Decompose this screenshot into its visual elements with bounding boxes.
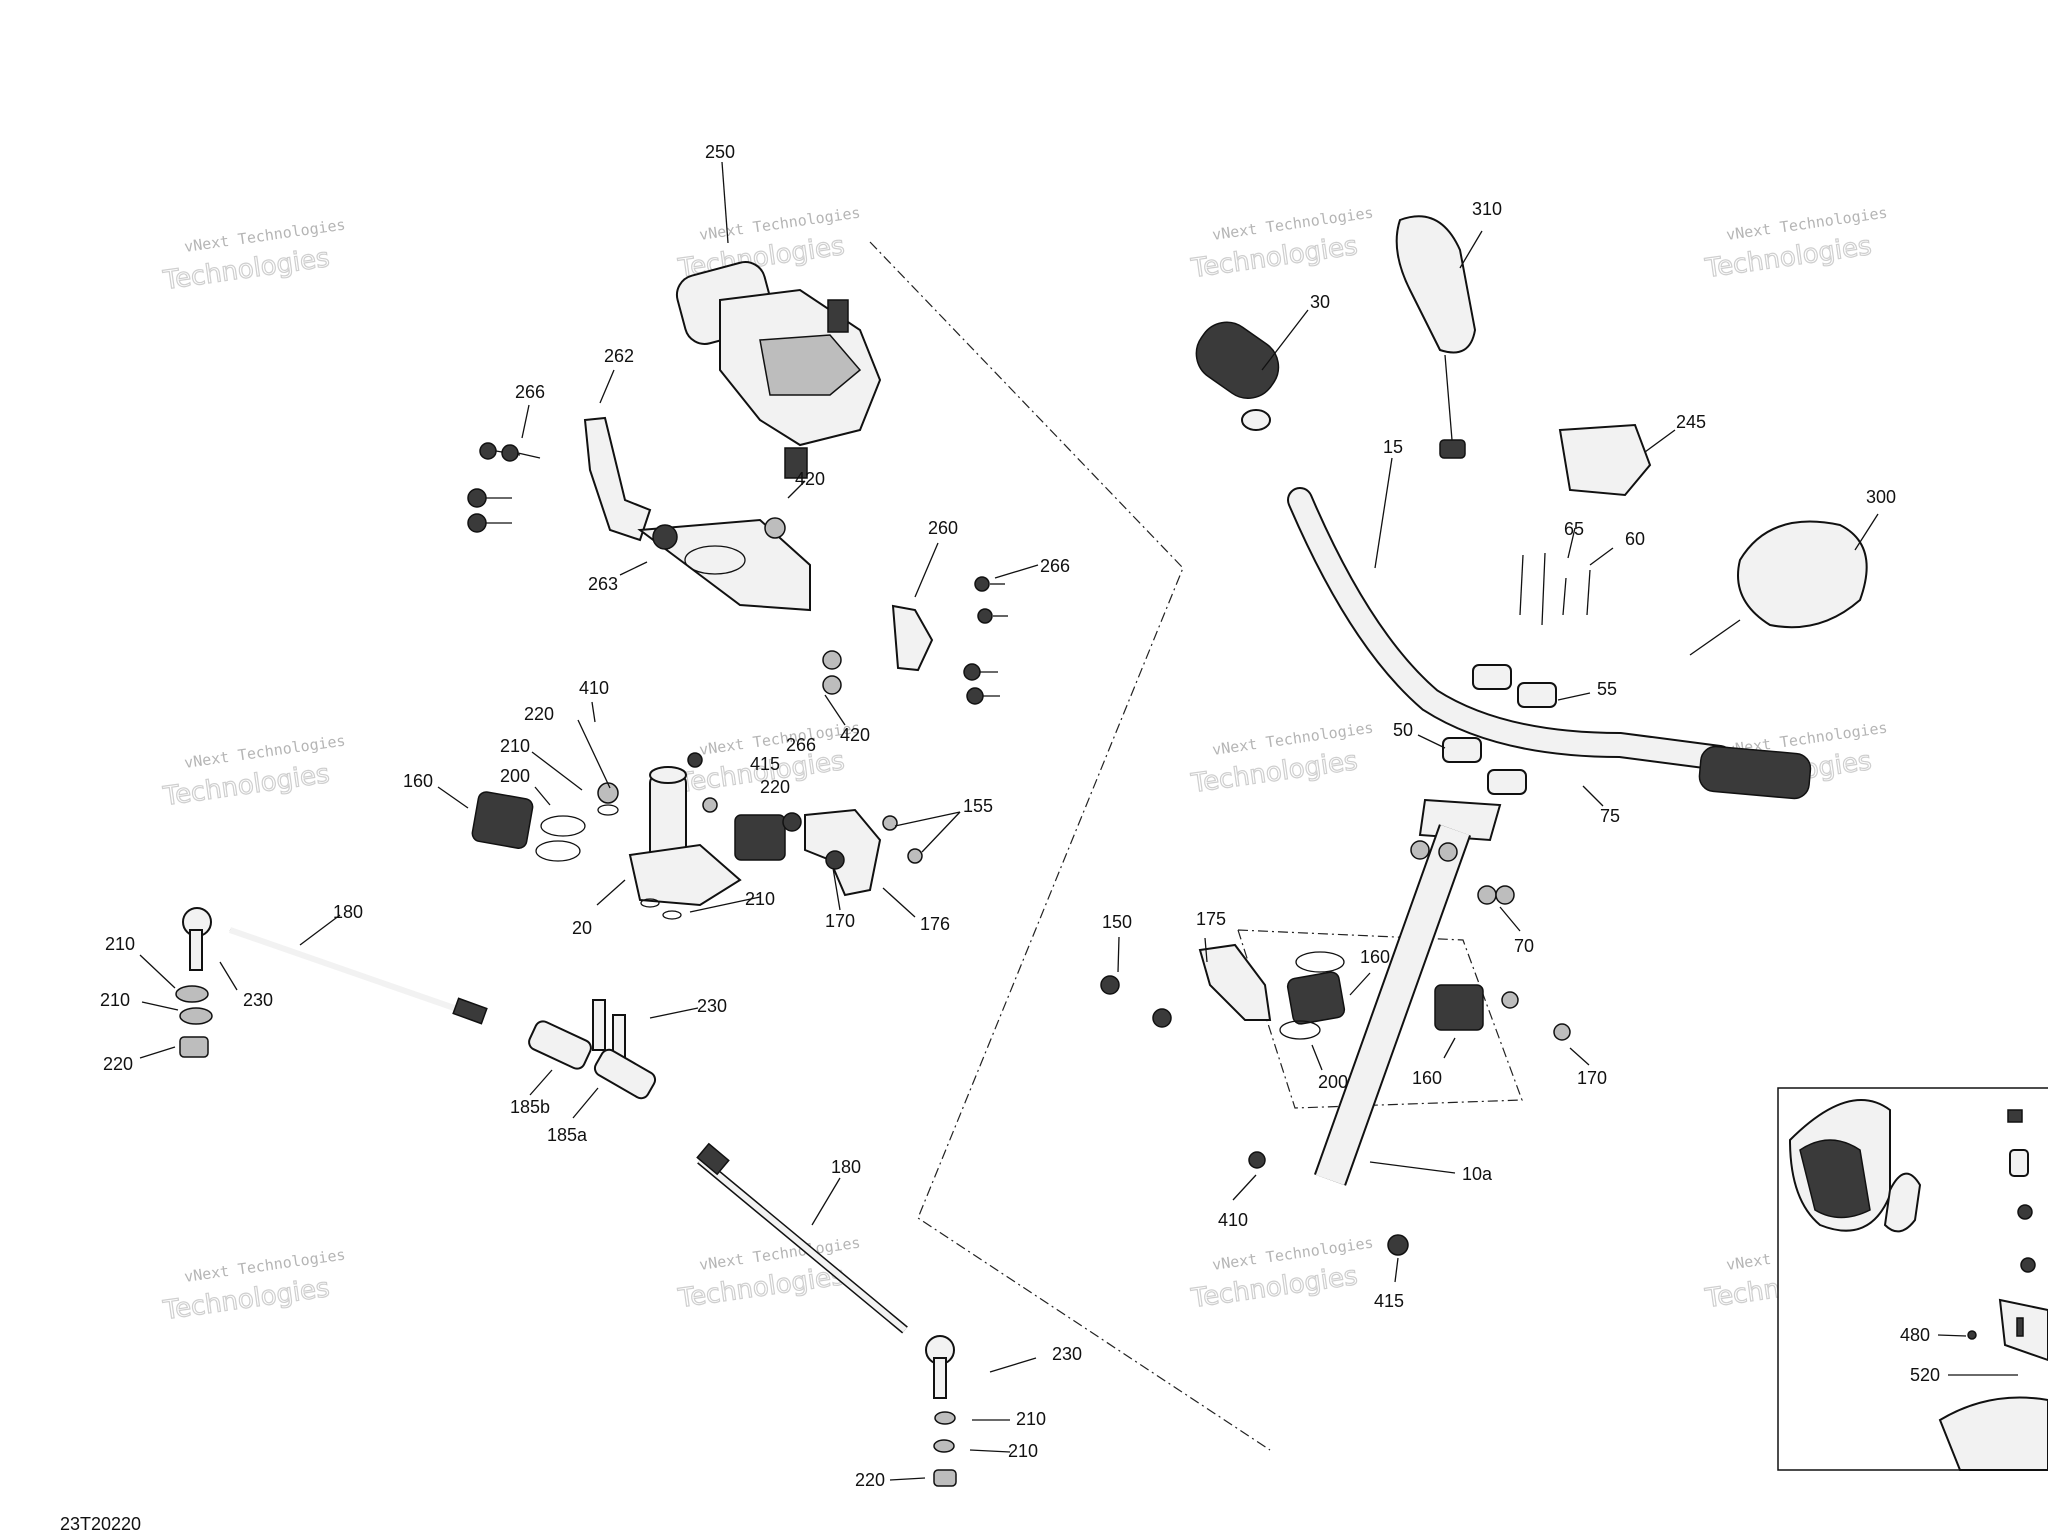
callout-266: 266 — [1040, 556, 1070, 576]
callout-200: 200 — [500, 766, 530, 786]
tie-rod-end-185 — [528, 999, 657, 1100]
callout-262: 262 — [604, 346, 634, 366]
callout-210: 210 — [500, 736, 530, 756]
callout-65: 65 — [1564, 519, 1584, 539]
callout-185a: 185a — [547, 1125, 588, 1145]
callout-185b: 185b — [510, 1097, 550, 1117]
callout-175: 175 — [1196, 909, 1226, 929]
callout-170: 170 — [825, 911, 855, 931]
callout-180: 180 — [831, 1157, 861, 1177]
dashed-outlines — [869, 241, 1523, 1451]
callout-230: 230 — [243, 990, 273, 1010]
handlebar-15 — [1287, 487, 1812, 800]
callout-75: 75 — [1600, 806, 1620, 826]
callout-520: 520 — [1910, 1365, 1940, 1385]
callout-20: 20 — [572, 918, 592, 938]
callout-415: 415 — [750, 754, 780, 774]
inset-handguard — [1777, 1087, 2048, 1471]
callout-210: 210 — [1016, 1409, 1046, 1429]
callout-180: 180 — [333, 902, 363, 922]
watermark: vNext Technologies Technologies — [1188, 204, 1374, 285]
bearing-clamp-155-176 — [687, 752, 923, 897]
callout-266: 266 — [786, 735, 816, 755]
bracket-260 — [891, 604, 934, 672]
callout-210: 210 — [105, 934, 135, 954]
watermark: vNext Technologies Technologies — [1188, 719, 1374, 800]
callout-170: 170 — [1577, 1068, 1607, 1088]
callout-60: 60 — [1625, 529, 1645, 549]
callout-266: 266 — [515, 382, 545, 402]
callout-210: 210 — [100, 990, 130, 1010]
callout-55: 55 — [1597, 679, 1617, 699]
bearing-160-left — [471, 791, 534, 849]
callout-10a: 10a — [1462, 1164, 1493, 1184]
mount-bracket-263 — [637, 518, 811, 612]
watermark: vNext Technologies Technologies — [160, 216, 346, 297]
steering-column-10a — [1313, 798, 1515, 1256]
callout-210: 210 — [1008, 1441, 1038, 1461]
mirror-310 — [1395, 215, 1477, 459]
watermarks: vNext Technologies Technologies vNext Te… — [160, 204, 1888, 1327]
callout-50: 50 — [1393, 720, 1413, 740]
callout-410: 410 — [579, 678, 609, 698]
callout-70: 70 — [1514, 936, 1534, 956]
callout-300: 300 — [1866, 487, 1896, 507]
callout-245: 245 — [1676, 412, 1706, 432]
callout-420: 420 — [840, 725, 870, 745]
callout-220: 220 — [103, 1054, 133, 1074]
grip-30 — [1195, 321, 1280, 431]
watermark: vNext Technologies Technologies — [160, 1246, 346, 1327]
tie-rod-180-upper — [182, 907, 488, 1025]
bolts-266-group — [467, 442, 1008, 705]
diagram-code: 23T20220 — [60, 1514, 141, 1534]
callout-30: 30 — [1310, 292, 1330, 312]
handlebar-clamps-50-55 — [1442, 552, 1591, 795]
callout-160: 160 — [1360, 947, 1390, 967]
column-bearing-group — [1100, 943, 1571, 1169]
callout-150: 150 — [1102, 912, 1132, 932]
callout-200: 200 — [1318, 1072, 1348, 1092]
callout-250: 250 — [705, 142, 735, 162]
callout-176: 176 — [920, 914, 950, 934]
callout-415: 415 — [1374, 1291, 1404, 1311]
callout-410: 410 — [1218, 1210, 1248, 1230]
callout-420: 420 — [795, 469, 825, 489]
tie-rod-180-lower — [696, 1142, 955, 1399]
callout-260: 260 — [928, 518, 958, 538]
callout-210: 210 — [745, 889, 775, 909]
callout-220: 220 — [760, 777, 790, 797]
watermark: vNext Technologies Technologies — [160, 732, 346, 813]
watermark: vNext Technologies Technologies — [1702, 204, 1888, 285]
callout-220: 220 — [524, 704, 554, 724]
callout-230: 230 — [697, 996, 727, 1016]
o-rings-200-210 — [535, 782, 682, 920]
steering-arm-20 — [628, 766, 742, 907]
callout-160: 160 — [1412, 1068, 1442, 1088]
steering-actuator-250 — [675, 261, 882, 479]
tie-rod-hardware — [175, 985, 957, 1487]
callout-230: 230 — [1052, 1344, 1082, 1364]
mount-bracket-262 — [583, 416, 652, 542]
callout-263: 263 — [588, 574, 618, 594]
callout-220: 220 — [855, 1470, 885, 1490]
callout-480: 480 — [1900, 1325, 1930, 1345]
leader-lines — [139, 161, 2018, 1481]
mirror-300 — [1689, 520, 1868, 656]
callout-310: 310 — [1472, 199, 1502, 219]
callout-160: 160 — [403, 771, 433, 791]
callout-15: 15 — [1383, 437, 1403, 457]
callout-labels: 250 262 266 420 260 266 263 420 410 266 … — [100, 142, 1940, 1490]
switch-245 — [1558, 423, 1652, 497]
watermark: vNext Technologies Technologies — [1188, 1234, 1374, 1315]
callout-155: 155 — [963, 796, 993, 816]
